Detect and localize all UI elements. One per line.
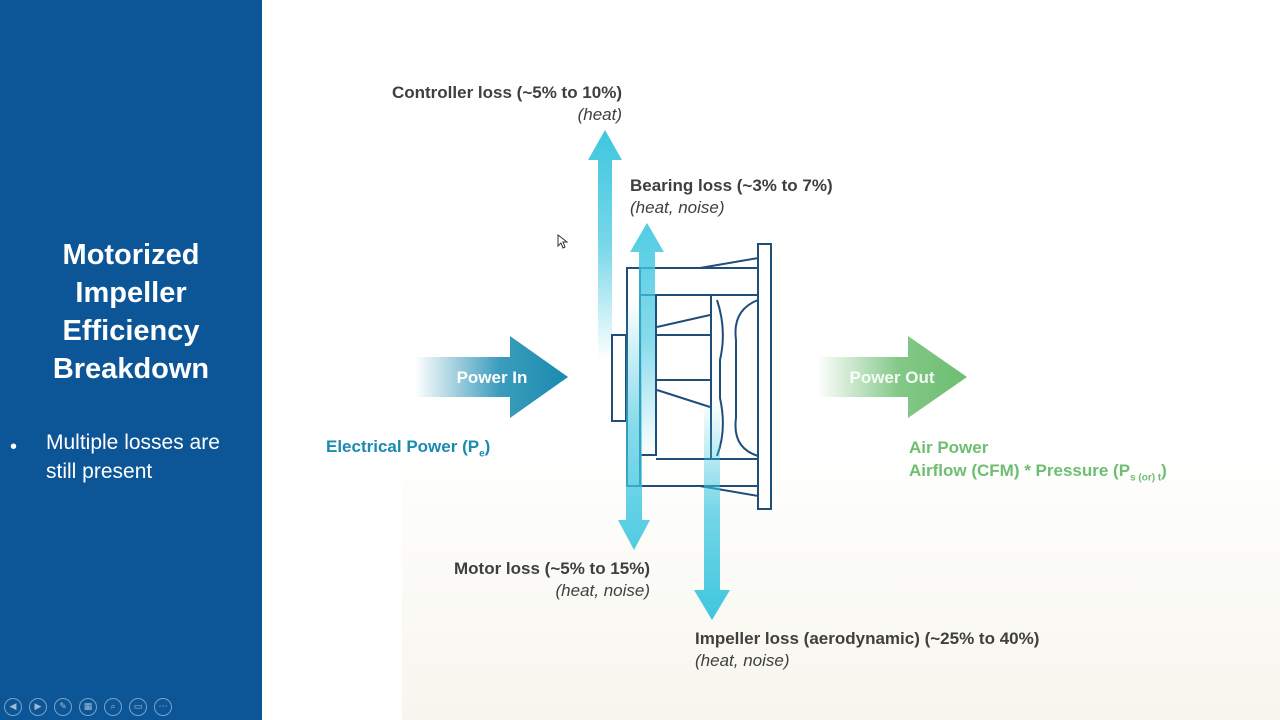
impeller-shroud [716,299,724,457]
bearing-loss-arrow [630,223,664,455]
more-icon[interactable]: ⋯ [154,698,172,716]
background-tint [402,430,1280,720]
air-power-close: ) [1161,461,1167,480]
inlet-cone [734,299,759,457]
bullet-text: Multiple losses are still present [46,431,220,483]
electrical-power-caption: Electrical Power (Pe) [326,437,490,459]
impeller-loss-note: (heat, noise) [695,651,790,670]
controller-loss-label: Controller loss (~5% to 10%) (heat) [392,82,622,126]
air-power-caption: Air Power Airflow (CFM) * Pressure (Ps (… [909,436,1167,489]
pen-icon[interactable]: ✎ [54,698,72,716]
power-in-arrow [415,336,568,418]
controller-loss-note: (heat) [577,105,622,124]
title-line: Motorized [62,239,200,271]
mouse-cursor-icon [557,234,569,249]
impeller-loss-label: Impeller loss (aerodynamic) (~25% to 40%… [695,628,1039,672]
air-power-subscript: s (or) t [1130,472,1162,484]
title-line: Efficiency [62,315,200,347]
air-power-formula-text: Airflow (CFM) * Pressure (P [909,461,1131,480]
efficiency-diagram: Power In Power Out Controller loss (~5% … [262,0,1280,720]
power-out-arrow [817,336,967,418]
controller-loss-title: Controller loss (~5% to 10%) [391,83,622,102]
power-in-arrow-label: Power In [457,368,528,387]
impeller-blade [656,389,711,408]
electrical-power-text: Electrical Power (P [326,437,480,456]
diagram-graphics: Power In Power Out [402,130,1280,720]
impeller-loss-title: Impeller loss (aerodynamic) (~25% to 40%… [695,629,1040,648]
sidebar-panel: Motorized Impeller Efficiency Breakdown … [0,0,262,720]
electrical-power-subscript: e [479,448,485,460]
subtitles-icon[interactable]: ▭ [129,698,147,716]
impeller-blade [656,314,711,328]
power-out-arrow-label: Power Out [849,368,934,387]
bearing-loss-note: (heat, noise) [630,198,725,217]
controller-box [611,334,627,422]
electrical-power-close: ) [484,437,491,456]
motor-loss-title: Motor loss (~5% to 15%) [453,559,650,578]
air-power-formula: Airflow (CFM) * Pressure (Ps (or) t) [909,459,1167,489]
slides-grid-icon[interactable]: ▦ [79,698,97,716]
title-line: Impeller [75,277,187,309]
motor-loss-note: (heat, noise) [555,581,651,600]
bearing-loss-title: Bearing loss (~3% to 7%) [630,176,833,195]
slide-title: Motorized Impeller Efficiency Breakdown [0,236,262,388]
motor-loss-arrow [618,300,650,550]
air-power-title: Air Power [909,438,989,457]
presentation-toolbar: ◀ ▶ ✎ ▦ ⌕ ▭ ⋯ [4,698,172,716]
previous-icon[interactable]: ◀ [4,698,22,716]
bullet-marker: • [10,436,18,458]
next-icon[interactable]: ▶ [29,698,47,716]
inlet-ring [757,243,772,510]
title-line: Breakdown [52,353,210,385]
inlet-edge [699,256,759,269]
zoom-icon[interactable]: ⌕ [104,698,122,716]
controller-loss-arrow [588,130,622,360]
impeller-loss-arrow [694,400,730,620]
bearing-loss-label: Bearing loss (~3% to 7%) (heat, noise) [630,175,833,219]
motor-loss-label: Motor loss (~5% to 15%) (heat, noise) [454,558,650,602]
